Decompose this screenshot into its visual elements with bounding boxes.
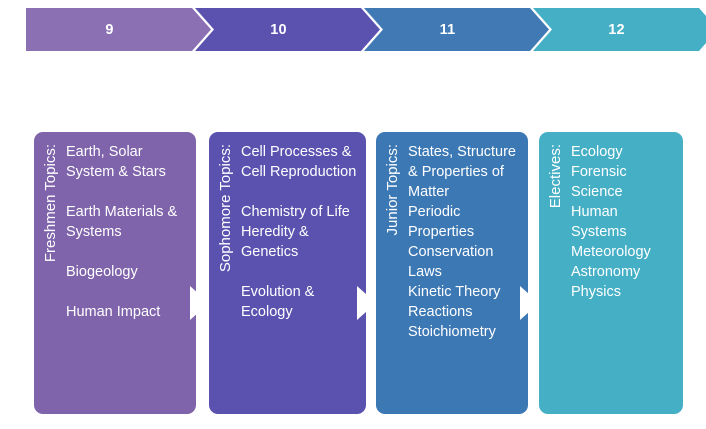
topic-item[interactable]: Stoichiometry bbox=[408, 324, 496, 340]
grade-segment-9[interactable]: 9 bbox=[26, 8, 211, 51]
topic-item[interactable]: Cell Processes & Cell Reproduction bbox=[241, 144, 357, 180]
topic-item-spacer bbox=[241, 182, 360, 202]
grade-segment-11[interactable]: 11 bbox=[364, 8, 549, 51]
topic-item[interactable]: Evolution & Ecology bbox=[241, 284, 315, 320]
topic-item-spacer bbox=[66, 282, 190, 302]
topic-item[interactable]: Human Systems bbox=[571, 204, 627, 240]
topic-box-heading: Electives: bbox=[547, 144, 564, 209]
topic-box-heading-rail: Junior Topics: bbox=[383, 140, 405, 406]
topic-item[interactable]: Astronomy bbox=[571, 264, 641, 280]
topic-item[interactable]: Periodic Properties bbox=[408, 204, 475, 240]
topic-box-heading: Junior Topics: bbox=[384, 144, 401, 236]
topic-item[interactable]: Chemistry of Life bbox=[241, 204, 350, 220]
topic-box-sophomore[interactable]: Sophomore Topics:Cell Processes & Cell R… bbox=[209, 132, 366, 414]
grade-progression-bar: 9 10 11 12 bbox=[26, 8, 706, 51]
topic-box-heading-rail: Freshmen Topics: bbox=[41, 140, 63, 406]
topic-item[interactable]: Kinetic Theory bbox=[408, 284, 501, 300]
topic-item[interactable]: Earth Materials & Systems bbox=[66, 204, 178, 240]
grade-segment-12[interactable]: 12 bbox=[533, 8, 706, 51]
topic-item[interactable]: Conservation Laws bbox=[408, 244, 494, 280]
topic-box-heading: Freshmen Topics: bbox=[42, 144, 59, 263]
topic-box-heading-rail: Electives: bbox=[546, 140, 568, 406]
topic-item[interactable]: Ecology bbox=[571, 144, 623, 160]
topic-item[interactable]: Physics bbox=[571, 284, 621, 300]
arrow-sophomore-to-junior bbox=[357, 286, 376, 320]
grade-segment-10[interactable]: 10 bbox=[195, 8, 380, 51]
topic-item[interactable]: Heredity & Genetics bbox=[241, 224, 309, 260]
topic-item-list: States, Structure & Properties of Matter… bbox=[405, 140, 522, 342]
topic-item-list: Earth, Solar System & Stars Earth Materi… bbox=[63, 140, 190, 322]
grade-segment-label: 9 bbox=[105, 21, 114, 38]
grade-segment-label: 11 bbox=[439, 21, 456, 38]
arrow-freshmen-to-sophomore bbox=[190, 286, 209, 320]
grade-segment-label: 12 bbox=[608, 21, 625, 38]
topic-box-junior[interactable]: Junior Topics:States, Structure & Proper… bbox=[376, 132, 528, 414]
topic-item[interactable]: Forensic Science bbox=[571, 164, 627, 200]
topic-item[interactable]: Meteorology bbox=[571, 244, 651, 260]
topic-item-spacer bbox=[66, 242, 190, 262]
topic-item[interactable]: States, Structure & Properties of Matter bbox=[408, 144, 516, 200]
topic-item[interactable]: Earth, Solar System & Stars bbox=[66, 144, 166, 180]
topic-item[interactable]: Biogeology bbox=[66, 264, 138, 280]
grade-segment-label: 10 bbox=[270, 21, 287, 38]
arrow-junior-to-electives bbox=[520, 286, 539, 320]
topic-item[interactable]: Human Impact bbox=[66, 304, 161, 320]
topic-item-list: Cell Processes & Cell Reproduction Chemi… bbox=[238, 140, 360, 322]
topic-item-spacer bbox=[241, 262, 360, 282]
topic-item-spacer bbox=[66, 182, 190, 202]
topic-box-heading-rail: Sophomore Topics: bbox=[216, 140, 238, 406]
topic-box-heading: Sophomore Topics: bbox=[217, 144, 234, 273]
topic-item[interactable]: Reactions bbox=[408, 304, 473, 320]
topic-box-freshmen[interactable]: Freshmen Topics:Earth, Solar System & St… bbox=[34, 132, 196, 414]
